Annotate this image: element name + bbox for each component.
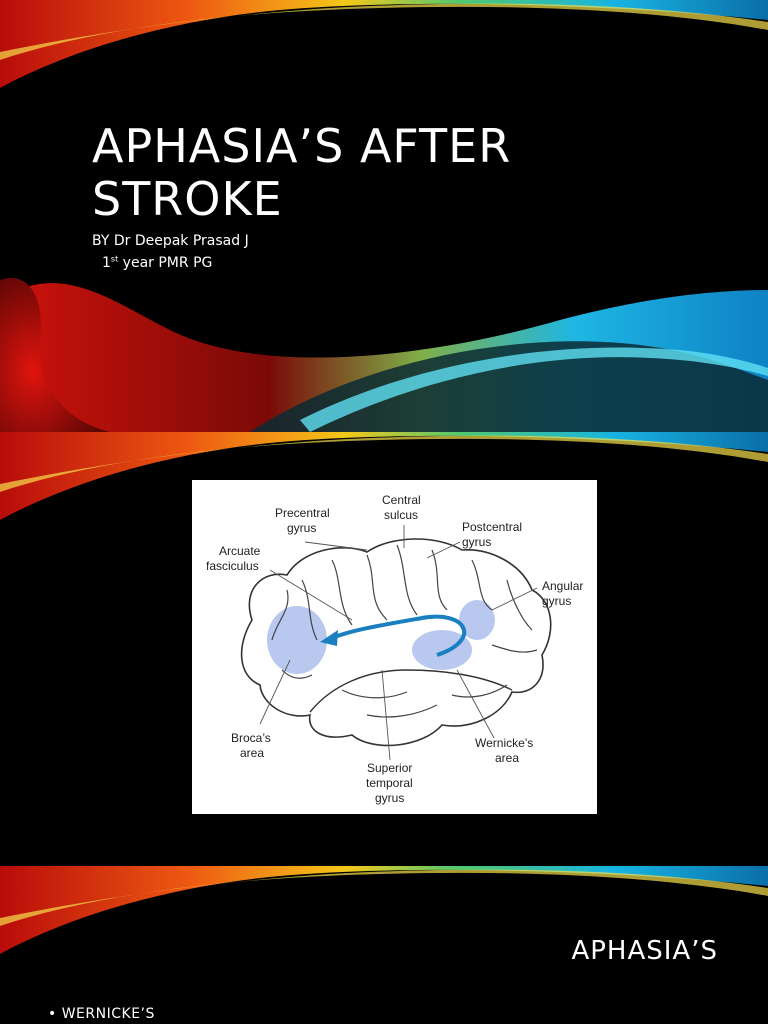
title-line-2: STROKE: [92, 172, 283, 226]
bullet-item: • WERNICKE’S: [48, 1006, 155, 1022]
angular-gyrus-highlight: [459, 600, 495, 640]
wernicke-area-highlight: [412, 630, 472, 670]
label-precentral-line1: Precentral: [275, 506, 330, 520]
label-broca-line1: Broca’s: [231, 731, 271, 745]
title-line-1: APHASIA’S AFTER: [92, 119, 512, 173]
label-wernicke-line1: Wernicke’s: [475, 736, 533, 750]
label-central-line1: Central: [382, 493, 421, 507]
slide-heading: APHASIA’S: [571, 936, 718, 966]
top-swoosh-decoration: [0, 0, 768, 432]
presenter-name: BY Dr Deepak Prasad J: [92, 233, 249, 249]
label-precentral-line2: gyrus: [287, 521, 316, 535]
label-central-line2: sulcus: [384, 508, 418, 522]
label-superior-line1: Superior: [367, 761, 412, 775]
brain-language-areas-figure: Precentral gyrus Central sulcus Postcent…: [192, 480, 597, 814]
arcuate-fasciculus-arrow: [331, 614, 467, 657]
slide-title: APHASIA’S AFTER STROKE BY Dr Deepak Pras…: [0, 0, 768, 432]
top-swoosh-decoration: [0, 866, 768, 954]
label-wernicke-line2: area: [495, 751, 519, 765]
bullet-text: WERNICKE’S: [61, 1006, 155, 1022]
role-year-number: 1: [102, 255, 111, 271]
presentation-title: APHASIA’S AFTER STROKE: [92, 120, 511, 226]
top-swoosh-decoration: [0, 432, 768, 520]
label-superior-line3: gyrus: [375, 791, 404, 805]
label-superior-line2: temporal: [366, 776, 413, 790]
slide-aphasias: APHASIA’S • WERNICKE’S: [0, 866, 768, 1024]
label-broca-line2: area: [240, 746, 264, 760]
label-postcentral-line2: gyrus: [462, 535, 491, 549]
brain-diagram: Precentral gyrus Central sulcus Postcent…: [206, 493, 583, 805]
role-text: year PMR PG: [118, 255, 213, 271]
label-arcuate-line1: Arcuate: [219, 544, 261, 558]
role-ordinal-suffix: st: [110, 254, 119, 264]
brain-outline: [240, 538, 552, 747]
label-arcuate-line2: fasciculus: [206, 559, 259, 573]
presenter-role: 1st year PMR PG: [92, 252, 249, 274]
label-postcentral-line1: Postcentral: [462, 520, 522, 534]
presenter-info: BY Dr Deepak Prasad J 1st year PMR PG: [92, 230, 249, 274]
label-angular-line1: Angular: [542, 579, 583, 593]
broca-area-highlight: [267, 606, 327, 674]
label-angular-line2: gyrus: [542, 594, 571, 608]
slide-brain-diagram: Precentral gyrus Central sulcus Postcent…: [0, 432, 768, 866]
